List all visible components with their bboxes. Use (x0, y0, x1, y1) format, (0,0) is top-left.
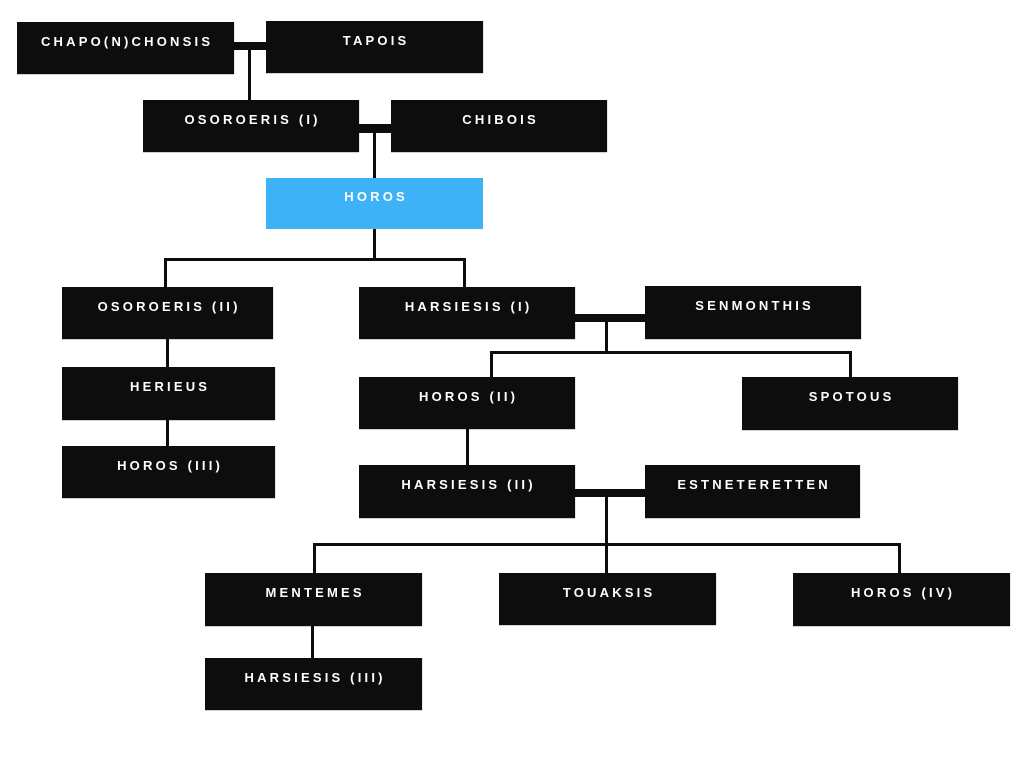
node-chaponchonsis: CHAPO(N)CHONSIS (17, 22, 234, 74)
marriage-bar-chaponchonsis-tapois (234, 42, 266, 50)
node-label: SPOTOUS (808, 389, 895, 404)
sibling-branch-horos1-children (164, 258, 466, 261)
sibling-branch-harsiesis1-children (490, 351, 852, 354)
node-herieus: HERIEUS (62, 367, 275, 420)
node-label: SENMONTHIS (695, 298, 814, 313)
connector-to-herieus (166, 339, 169, 367)
node-label: HOROS (III) (117, 457, 224, 473)
node-estneteretten: ESTNETERETTEN (645, 465, 860, 518)
node-horos-iv: HOROS (IV) (793, 573, 1010, 626)
connector-to-harsiesis1 (463, 260, 466, 287)
node-harsiesis-i: HARSIESIS (I) (359, 287, 575, 339)
node-harsiesis-ii: HARSIESIS (II) (359, 465, 575, 518)
node-label: TOUAKSIS (562, 584, 656, 600)
node-label: HARSIESIS (I) (404, 298, 533, 314)
connector-to-harsiesis2 (466, 429, 469, 465)
node-touaksis: TOUAKSIS (499, 573, 716, 625)
node-label: HARSIESIS (III) (244, 669, 386, 685)
node-horos-ii: HOROS (II) (359, 377, 575, 429)
connector-to-harsiesis3 (311, 626, 314, 658)
node-label: ESTNETERETTEN (677, 477, 831, 492)
node-label: HARSIESIS (II) (401, 477, 536, 492)
connector-to-horos1 (373, 133, 376, 178)
node-senmonthis: SENMONTHIS (645, 286, 861, 339)
connector-to-horos4 (898, 545, 901, 573)
node-label: CHAPO(N)CHONSIS (40, 33, 214, 49)
connector-to-spotous (849, 353, 852, 377)
connector-from-horos1 (373, 229, 376, 260)
node-osoroeris-i: OSOROERIS (I) (143, 100, 359, 152)
node-horos-iii: HOROS (III) (62, 446, 275, 498)
sibling-branch-harsiesis2-children (313, 543, 901, 546)
connector-to-osoroeris2 (164, 260, 167, 287)
connector-to-horos2 (490, 353, 493, 377)
connector-to-mentemes (313, 545, 316, 573)
node-label: OSOROERIS (I) (184, 111, 321, 127)
node-spotous: SPOTOUS (742, 377, 958, 430)
connector-to-touaksis (605, 545, 608, 573)
node-label: HOROS (II) (419, 388, 519, 404)
connector-from-harsiesis2-couple (605, 497, 608, 544)
node-label: MENTEMES (265, 585, 365, 600)
connector-to-horos3 (166, 420, 169, 446)
node-label: OSOROERIS (II) (97, 298, 241, 314)
node-label: TAPOIS (342, 32, 410, 48)
node-chibois: CHIBOIS (391, 100, 607, 152)
node-harsiesis-iii: HARSIESIS (III) (205, 658, 422, 710)
marriage-bar-osoroeris1-chibois (359, 124, 391, 133)
node-tapois: TAPOIS (266, 21, 483, 73)
marriage-bar-harsiesis2-estneteretten (575, 489, 645, 497)
marriage-bar-harsiesis1-senmonthis (575, 314, 645, 322)
node-label: HOROS (IV) (850, 585, 956, 600)
node-label: HOROS (344, 189, 408, 204)
node-horos-highlighted: HOROS (266, 178, 483, 229)
node-mentemes: MENTEMES (205, 573, 422, 626)
node-label: HERIEUS (129, 379, 211, 394)
node-label: CHIBOIS (462, 111, 539, 127)
node-osoroeris-ii: OSOROERIS (II) (62, 287, 273, 339)
connector-from-harsiesis1-couple (605, 322, 608, 353)
connector-to-osoroeris1 (248, 50, 251, 100)
